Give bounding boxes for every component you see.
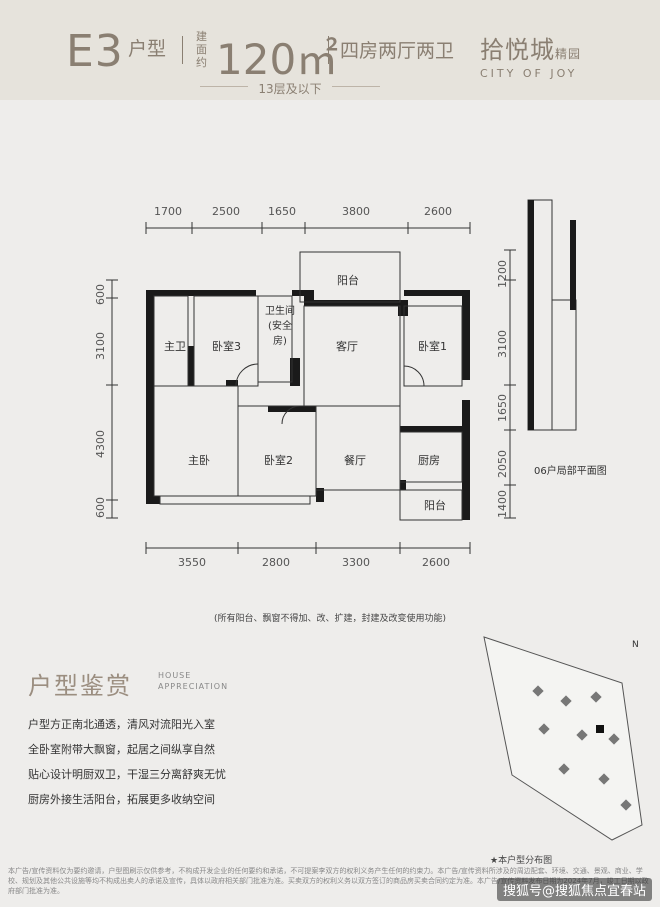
- room-bedroom3: 卧室3: [212, 340, 241, 353]
- feature-item: 户型方正南北通透，清风对流阳光入室: [28, 718, 215, 731]
- top-dim: 1650: [268, 205, 296, 218]
- header-banner: E3 户型 建面约 120㎡ 四房两厅两卫 13层及以下 拾悦城精园 CITY …: [0, 0, 660, 100]
- floor-range: 13层及以下: [200, 80, 380, 97]
- plan-note: (所有阳台、飘窗不得加、改、扩建，封建及改变使用功能): [213, 614, 447, 624]
- bottom-dim: 2800: [262, 556, 290, 569]
- disclaimer: 本广告/宣传资料仅为要约邀请，户型图刷示仅供参考，不构成开发企业的任何要约和承诺…: [8, 867, 649, 895]
- room-dining: 餐厅: [344, 454, 366, 467]
- partial-plan-label: 06户局部平面图: [534, 466, 607, 477]
- left-dim: 3100: [94, 332, 107, 360]
- divider: [328, 36, 329, 64]
- room-balcony-bottom: 阳台: [424, 499, 446, 512]
- bottom-dim: 3550: [178, 556, 206, 569]
- appreciation-title: 户型鉴赏: [28, 672, 132, 700]
- unit-code: E3: [66, 26, 124, 77]
- watermark: 搜狐号@搜狐焦点宜春站: [496, 878, 652, 901]
- right-dim: 1400: [496, 490, 509, 518]
- right-dim: 3100: [496, 330, 509, 358]
- feature-item: 贴心设计明厨双卫，干湿三分离舒爽无忧: [28, 768, 226, 781]
- feature-item: 全卧室附带大飘窗，起居之间纵享自然: [28, 743, 215, 756]
- room-bedroom1: 卧室1: [418, 340, 447, 353]
- brand-logo: 拾悦城精园 CITY OF JOY: [480, 36, 582, 80]
- svg-text:N: N: [632, 640, 639, 650]
- site-map-label: ★本户型分布图: [490, 856, 553, 866]
- right-dim: 2050: [496, 450, 509, 478]
- appreciation-section: 户型鉴赏 HOUSE APPRECIATION: [28, 666, 227, 701]
- room-master-bath: 主卫: [164, 340, 186, 353]
- top-dim: 2600: [424, 205, 452, 218]
- left-dim: 600: [94, 497, 107, 518]
- site-map: N: [483, 636, 643, 841]
- unit-type-label: 户型: [128, 38, 167, 60]
- room-bedroom2: 卧室2: [264, 454, 293, 467]
- room-summary: 四房两厅两卫: [340, 40, 455, 62]
- room-kitchen: 厨房: [418, 454, 440, 467]
- floor-plan: [106, 199, 577, 554]
- top-dim: 3800: [342, 205, 370, 218]
- area-label: 建面约: [196, 30, 207, 69]
- room-balcony: 阳台: [337, 274, 359, 287]
- room-bathroom: 卫生间(安全房): [265, 306, 295, 347]
- left-dim: 4300: [94, 430, 107, 458]
- feature-item: 厨房外接生活阳台，拓展更多收纳空间: [28, 793, 215, 806]
- appreciation-subtitle: HOUSE APPRECIATION: [158, 671, 229, 691]
- divider: [182, 36, 183, 64]
- top-dim: 1700: [154, 205, 182, 218]
- right-dim: 1650: [496, 394, 509, 422]
- room-master-bedroom: 主卧: [188, 454, 210, 467]
- bottom-dim: 2600: [422, 556, 450, 569]
- room-living: 客厅: [336, 340, 358, 353]
- right-dim: 1200: [496, 260, 509, 288]
- top-dim: 2500: [212, 205, 240, 218]
- bottom-dim: 3300: [342, 556, 370, 569]
- left-dim: 600: [94, 284, 107, 305]
- area-value: 120㎡: [216, 35, 339, 84]
